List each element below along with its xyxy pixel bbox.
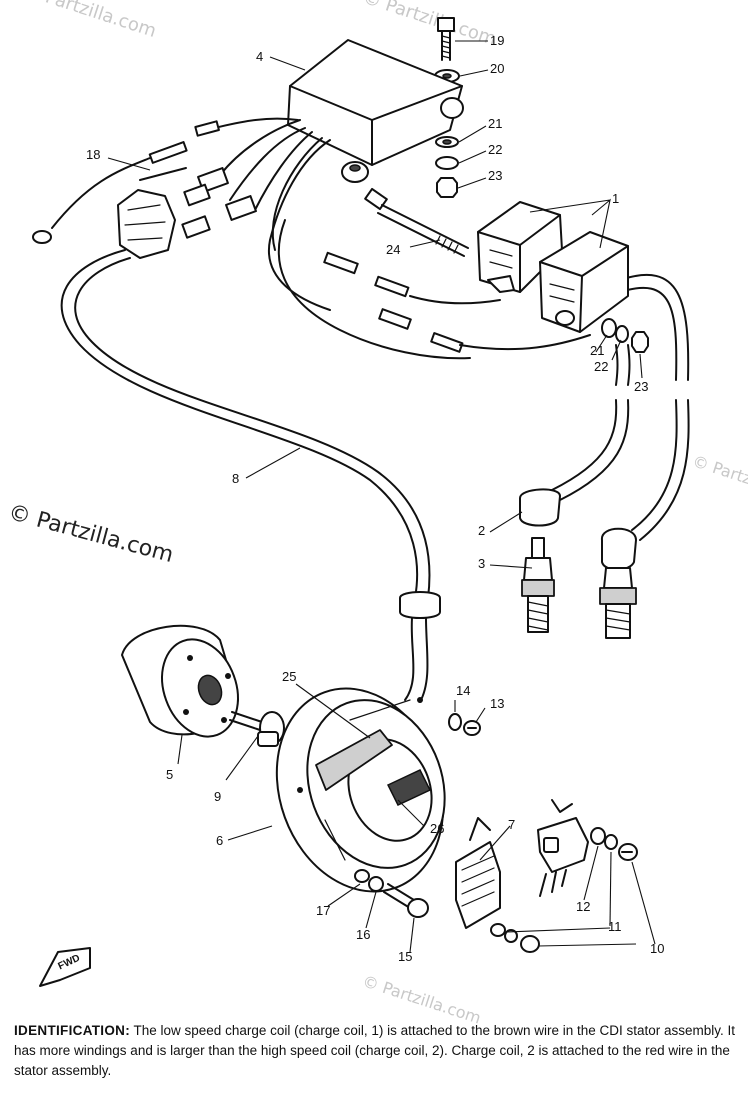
callout-16: 16	[356, 927, 371, 942]
callout-13: 13	[490, 696, 505, 711]
callout-5: 5	[166, 767, 174, 782]
spark-plug-3	[521, 537, 555, 633]
screw-13	[463, 720, 481, 736]
callout-14: 14	[456, 683, 471, 698]
plug-cap-2b	[601, 527, 637, 571]
callout-8: 8	[232, 471, 240, 486]
caption-label: IDENTIFICATION:	[14, 1023, 130, 1038]
callout-23: 23	[488, 168, 503, 183]
identification-caption: IDENTIFICATION: The low speed charge coi…	[14, 1021, 736, 1081]
callout-20: 20	[490, 61, 505, 76]
ignition-leads	[277, 219, 690, 541]
pulser-coil-26	[386, 769, 432, 806]
wire-harness-18	[32, 117, 331, 311]
callout-21: 21	[488, 116, 503, 131]
callout-10: 10	[650, 941, 665, 956]
callout-11: 11	[608, 919, 622, 934]
callout-1: 1	[612, 191, 620, 206]
hardware-10-11-12-lower	[490, 923, 540, 953]
callout-22-lower: 22	[594, 359, 609, 374]
ignition-coil-1b	[539, 231, 629, 333]
wire-loop-8	[60, 249, 441, 703]
hardware-21-22-23-lower	[601, 318, 649, 353]
washer-21	[435, 136, 459, 148]
callout-18: 18	[86, 147, 101, 162]
callout-2: 2	[478, 523, 486, 538]
callout-24: 24	[386, 242, 401, 257]
plug-cap-2	[519, 488, 561, 527]
callout-23-lower: 23	[634, 379, 649, 394]
callout-19: 19	[490, 33, 505, 48]
caption-text: The low speed charge coil (charge coil, …	[14, 1023, 736, 1078]
callout-6: 6	[216, 833, 224, 848]
callout-9: 9	[214, 789, 222, 804]
callout-12: 12	[576, 899, 591, 914]
callout-3: 3	[478, 556, 486, 571]
callout-7: 7	[508, 817, 516, 832]
leader-lines	[107, 40, 656, 953]
hardware-10-11-12-upper	[590, 827, 638, 861]
cdi-unit-4	[287, 39, 464, 183]
charge-coil-7a	[455, 817, 501, 929]
charge-coil-7b	[537, 799, 589, 897]
bolt-19	[437, 17, 455, 61]
callout-17: 17	[316, 903, 331, 918]
bolt-24	[364, 187, 469, 257]
washer-14	[448, 713, 462, 731]
callout-15: 15	[398, 949, 413, 964]
charge-coil-25	[315, 729, 393, 791]
flywheel-5	[121, 624, 239, 738]
hardware-15-16-17	[354, 869, 429, 918]
bolt-9	[229, 711, 285, 747]
callout-4: 4	[256, 49, 264, 64]
nut-23	[436, 177, 458, 198]
callout-25: 25	[282, 669, 297, 684]
fwd-arrow	[39, 947, 91, 987]
callout-21-lower: 21	[590, 343, 605, 358]
stator-base-6	[275, 687, 446, 893]
spark-plug-3b	[599, 567, 637, 639]
callout-22: 22	[488, 142, 503, 157]
callout-26: 26	[430, 821, 445, 836]
washer-22	[435, 156, 459, 170]
